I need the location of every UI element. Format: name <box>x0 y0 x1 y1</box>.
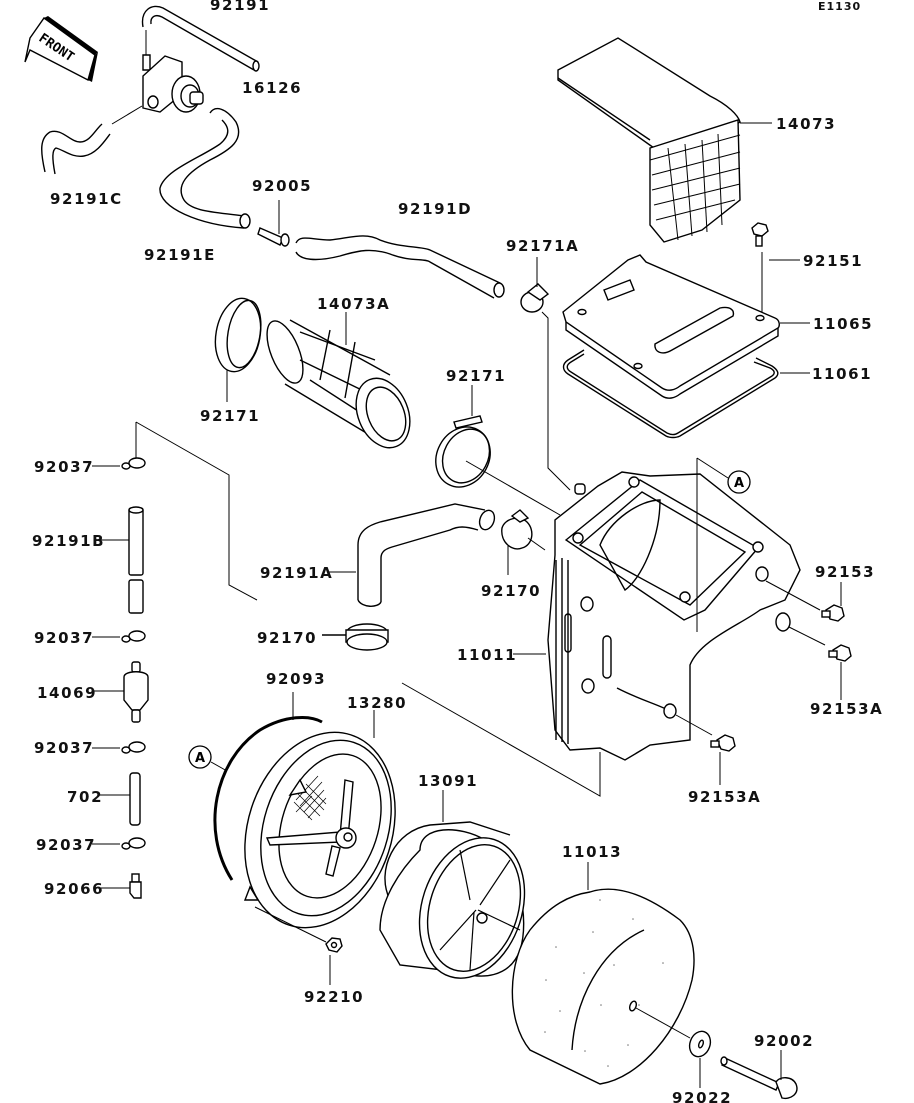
label-92171-left[interactable]: 92171 <box>200 407 260 425</box>
label-92153[interactable]: 92153 <box>815 563 875 581</box>
label-92191E[interactable]: 92191E <box>144 246 216 264</box>
duct-14073A[interactable] <box>260 312 420 456</box>
bolt-92151[interactable] <box>751 222 800 316</box>
filter-14069[interactable] <box>92 661 149 723</box>
front-arrow-icon: FRONT <box>24 16 98 82</box>
reference-a-top: A <box>727 470 751 494</box>
hose-92191A[interactable] <box>327 503 497 607</box>
diagram-code: E1130 <box>818 0 861 13</box>
label-92153A-right[interactable]: 92153A <box>810 700 883 718</box>
label-92171-mid[interactable]: 92171 <box>446 367 506 385</box>
label-92005[interactable]: 92005 <box>252 177 312 195</box>
label-92002[interactable]: 92002 <box>754 1032 814 1050</box>
hose-92191B[interactable] <box>98 506 144 614</box>
holder-13091[interactable] <box>379 790 542 992</box>
label-14073A[interactable]: 14073A <box>317 295 390 313</box>
hose-92191D[interactable] <box>295 235 505 299</box>
label-92066[interactable]: 92066 <box>44 880 104 898</box>
label-11061[interactable]: 11061 <box>812 365 872 383</box>
label-92093[interactable]: 92093 <box>266 670 326 688</box>
label-92191D[interactable]: 92191D <box>398 200 472 218</box>
label-92170-left[interactable]: 92170 <box>257 629 317 647</box>
label-14069[interactable]: 14069 <box>37 684 97 702</box>
clamp-92037-2[interactable] <box>92 630 146 643</box>
label-92170-mid[interactable]: 92170 <box>481 582 541 600</box>
seal-92093[interactable] <box>213 692 323 881</box>
clamp-92170-left[interactable] <box>322 623 389 651</box>
label-92210[interactable]: 92210 <box>304 988 364 1006</box>
label-92191[interactable]: 92191 <box>210 0 270 14</box>
plug-92066[interactable] <box>98 873 142 899</box>
label-702[interactable]: 702 <box>67 788 103 806</box>
element-11013[interactable] <box>511 862 695 1085</box>
clamp-92037-3[interactable] <box>92 741 146 754</box>
clamp-92171-mid[interactable] <box>425 385 561 516</box>
label-13280[interactable]: 13280 <box>347 694 407 712</box>
bolt-92153A-right[interactable] <box>788 626 852 700</box>
clamp-92171-left[interactable] <box>210 295 266 402</box>
cap-13280[interactable] <box>221 710 420 947</box>
label-92037-1[interactable]: 92037 <box>34 458 94 476</box>
label-92037-2[interactable]: 92037 <box>34 629 94 647</box>
svg-text:A: A <box>734 476 744 491</box>
label-92037-4[interactable]: 92037 <box>36 836 96 854</box>
label-92037-3[interactable]: 92037 <box>34 739 94 757</box>
label-92022[interactable]: 92022 <box>672 1089 732 1103</box>
case-11011[interactable] <box>401 457 801 797</box>
label-16126[interactable]: 16126 <box>242 79 302 97</box>
cover-11065[interactable] <box>562 254 810 399</box>
label-92153A-bottom[interactable]: 92153A <box>688 788 761 806</box>
label-11013[interactable]: 11013 <box>562 843 622 861</box>
bolt-92002[interactable] <box>720 1050 798 1100</box>
clamp-92171A[interactable] <box>520 257 571 491</box>
label-92171A[interactable]: 92171A <box>506 237 579 255</box>
bolt-92153A-bottom[interactable] <box>675 714 736 785</box>
valve-16126[interactable] <box>142 55 204 113</box>
label-11011[interactable]: 11011 <box>457 646 517 664</box>
label-13091[interactable]: 13091 <box>418 772 478 790</box>
clamp-92037-4[interactable] <box>92 837 146 850</box>
clamp-92170-mid[interactable] <box>501 509 546 575</box>
duct-14073[interactable] <box>557 37 772 243</box>
gasket-11061[interactable] <box>562 349 811 439</box>
label-92151[interactable]: 92151 <box>803 252 863 270</box>
washer-92022[interactable] <box>635 1007 714 1088</box>
label-92191B[interactable]: 92191B <box>32 532 105 550</box>
hose-92191C[interactable] <box>41 105 143 175</box>
label-11065[interactable]: 11065 <box>813 315 873 333</box>
reference-a-left: A <box>188 745 228 772</box>
clamp-92037-1[interactable] <box>92 421 258 601</box>
bolt-92153[interactable] <box>765 580 845 622</box>
pipe-702[interactable] <box>100 772 141 826</box>
fitting-92005[interactable] <box>257 200 290 247</box>
label-14073[interactable]: 14073 <box>776 115 836 133</box>
part-labels: 92191 16126 92191C 92191E 92005 92191D 9… <box>32 0 883 1103</box>
svg-text:A: A <box>195 751 205 766</box>
nut-92210[interactable] <box>254 906 343 985</box>
label-92191C[interactable]: 92191C <box>50 190 123 208</box>
hose-92191E[interactable] <box>159 107 251 229</box>
label-92191A[interactable]: 92191A <box>260 564 333 582</box>
